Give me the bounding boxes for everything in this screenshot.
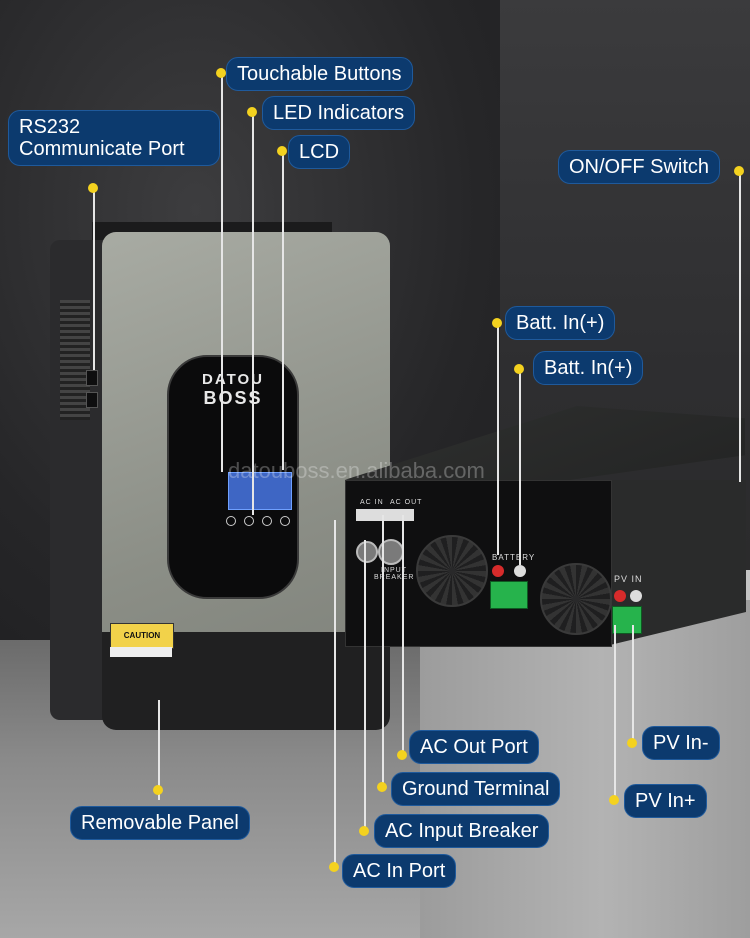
label-ac-out-port: AC Out Port	[409, 730, 539, 764]
callout-dot	[247, 107, 257, 117]
ac-terminal-block	[356, 509, 414, 521]
callout-dot	[734, 166, 744, 176]
pv-terminal	[612, 606, 642, 634]
leader-line	[739, 172, 741, 482]
usb-port	[86, 392, 98, 408]
leader-line	[252, 115, 254, 515]
label-on-off-switch: ON/OFF Switch	[558, 150, 721, 184]
callout-dot	[609, 795, 619, 805]
leader-line	[402, 515, 404, 755]
ground-terminal	[356, 541, 378, 563]
callout-dot	[277, 146, 287, 156]
label-ac-input-breaker: AC Input Breaker	[374, 814, 550, 848]
leader-line	[614, 625, 616, 799]
watermark: datouboss.en.alibaba.com	[228, 458, 485, 483]
rs232-port	[86, 370, 98, 386]
battery-negative-marker	[514, 565, 526, 577]
battery-positive-marker	[492, 565, 504, 577]
callout-dot	[216, 68, 226, 78]
callout-dot	[329, 862, 339, 872]
inverter-rear-panel: AC IN AC OUT INPUT BREAKER BATTERY	[345, 480, 612, 647]
leader-line	[93, 190, 95, 370]
leader-line	[519, 370, 521, 565]
label-batt-in-plus: Batt. In(+)	[505, 306, 616, 340]
pv-negative-marker	[630, 590, 642, 602]
label-pv-in-minus: PV In-	[642, 726, 720, 760]
callout-dot	[492, 318, 502, 328]
lcd-screen	[228, 472, 292, 510]
cooling-fan	[540, 563, 612, 635]
leader-line	[221, 76, 223, 472]
touch-buttons	[226, 516, 290, 526]
leader-line	[632, 625, 634, 743]
label-removable-panel: Removable Panel	[70, 806, 250, 840]
leader-line	[497, 325, 499, 555]
callout-dot	[514, 364, 524, 374]
pedestal	[420, 600, 750, 938]
label-ac-in-port: AC In Port	[342, 854, 457, 888]
label-ground-terminal: Ground Terminal	[391, 772, 561, 806]
side-vent	[60, 300, 90, 420]
touch-button	[262, 516, 272, 526]
label-batt-in-plus-2: Batt. In(+)	[533, 351, 644, 385]
label-pv-in-plus: PV In+	[624, 784, 707, 818]
leader-line	[158, 700, 160, 800]
leader-line	[334, 520, 336, 868]
leader-line	[282, 150, 284, 470]
label-lcd: LCD	[288, 135, 351, 169]
callout-dot	[377, 782, 387, 792]
label-rs232-port: RS232 Communicate Port	[8, 110, 220, 166]
caution-label: CAUTION	[110, 623, 174, 649]
cooling-fan	[416, 535, 488, 607]
callout-dot	[153, 785, 163, 795]
label-led-indicators: LED Indicators	[262, 96, 416, 130]
leader-line	[364, 540, 366, 830]
callout-dot	[627, 738, 637, 748]
touch-button	[226, 516, 236, 526]
callout-dot	[397, 750, 407, 760]
label-touchable-buttons: Touchable Buttons	[226, 57, 413, 91]
touch-button	[280, 516, 290, 526]
pv-positive-marker	[614, 590, 626, 602]
brand-logo: DATOU BOSS	[202, 371, 264, 408]
caution-sticker	[110, 647, 172, 657]
touch-button	[244, 516, 254, 526]
callout-dot	[359, 826, 369, 836]
leader-line	[382, 515, 384, 785]
callout-dot	[88, 183, 98, 193]
inverter-side	[50, 240, 112, 720]
battery-terminal	[490, 581, 528, 609]
